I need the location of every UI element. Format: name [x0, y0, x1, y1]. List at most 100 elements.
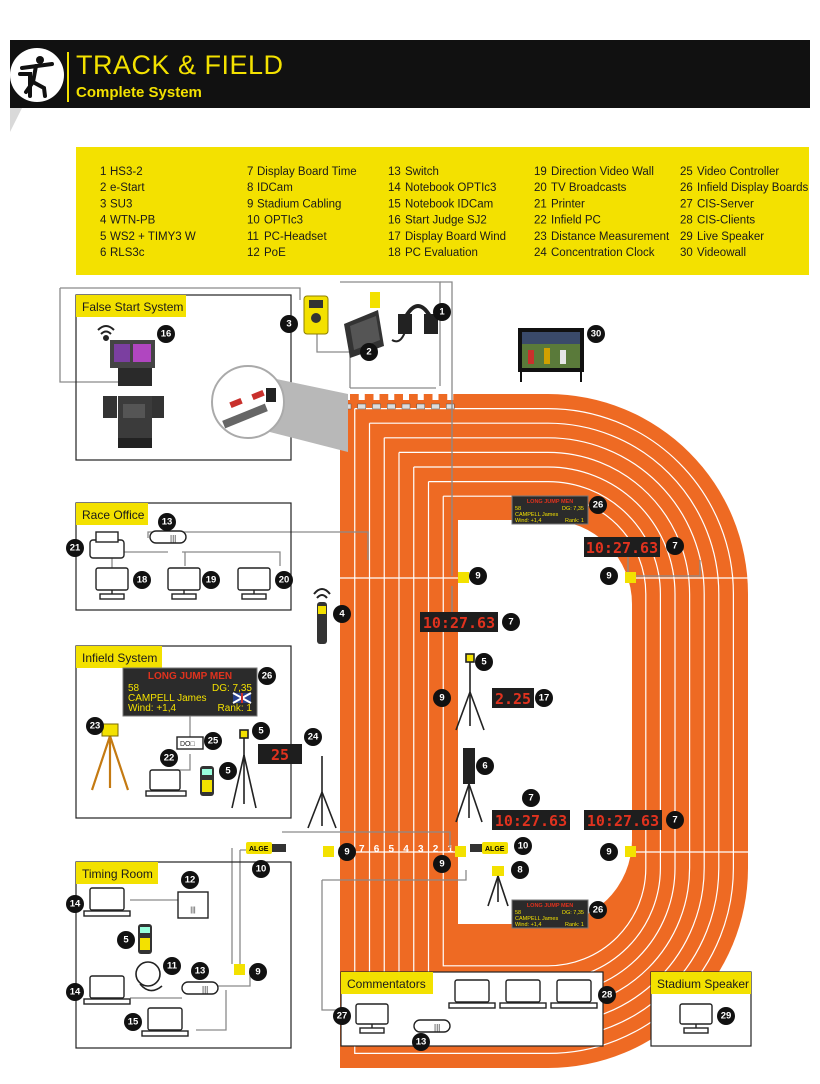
item-marker: 9	[338, 843, 356, 861]
display-board-time-finish-left: 10:27.63	[492, 810, 570, 830]
start-block	[388, 390, 395, 400]
cis-server-icon	[355, 1003, 389, 1034]
item-marker: 3	[280, 315, 298, 333]
legend-number: 26	[680, 182, 693, 194]
cis-client-notebook-3	[550, 979, 598, 1009]
optic-camera-left: ALGE	[246, 842, 286, 854]
svg-text:7: 7	[672, 541, 677, 552]
cable-finish-top	[282, 831, 451, 848]
legend-number: 25	[680, 166, 693, 178]
display-event: LONG JUMP MEN	[527, 903, 573, 909]
item-marker: 20	[275, 571, 293, 589]
svg-text:16: 16	[161, 329, 172, 340]
legend-number: 7	[247, 166, 253, 178]
stadium-cabling-boxes	[234, 572, 636, 975]
item-marker: 9	[600, 843, 618, 861]
legend-label: CIS-Clients	[697, 215, 755, 227]
legend-label: IDCam	[257, 182, 293, 194]
display-athlete: CAMPELL James	[128, 693, 207, 704]
legend-label: WS2 + TIMY3 W	[110, 231, 196, 243]
svg-text:13: 13	[162, 517, 173, 528]
legend-number: 13	[388, 166, 401, 178]
legend-label: PC-Headset	[264, 231, 327, 243]
display-board-time-finish-right: 10:27.63	[584, 810, 662, 830]
area-label: Race Office	[82, 508, 145, 522]
area-label: Commentators	[347, 977, 426, 991]
display-event: LONG JUMP MEN	[148, 671, 232, 682]
display-athlete: CAMPELL James	[515, 512, 558, 518]
legend-number: 27	[680, 198, 693, 210]
svg-text:18: 18	[137, 575, 148, 586]
area-label-bg	[76, 295, 186, 317]
legend-number: 8	[247, 182, 253, 194]
svg-text:14: 14	[70, 899, 81, 910]
area-label-bg	[651, 972, 751, 994]
svg-text:6: 6	[482, 761, 487, 772]
display-wind: Wind: +1,4	[128, 703, 177, 714]
item-marker: 9	[433, 855, 451, 873]
idcam-device	[487, 866, 509, 907]
cable-finish-link	[322, 870, 467, 881]
display-event: LONG JUMP MEN	[527, 499, 573, 505]
svg-text:|||: |||	[434, 1023, 440, 1032]
legend-number: 10	[247, 215, 260, 227]
distance-tripod-icon	[90, 723, 130, 791]
svg-text:30: 30	[591, 329, 602, 340]
svg-text:28: 28	[602, 990, 613, 1001]
legend-number: 20	[534, 182, 547, 194]
cabling-box	[455, 846, 466, 857]
wind-sensor-infield	[455, 653, 485, 731]
item-marker: 4	[333, 605, 351, 623]
legend-number: 14	[388, 182, 401, 194]
item-marker: 24	[304, 728, 322, 746]
display-board-time-upper: 10:27.63	[584, 537, 660, 557]
time-value: 10:27.63	[587, 812, 659, 830]
svg-text:26: 26	[593, 500, 604, 511]
legend-number: 2	[100, 182, 106, 194]
page-subtitle: Complete System	[76, 84, 202, 101]
svg-text:13: 13	[416, 1037, 427, 1048]
item-marker: 10	[252, 860, 270, 878]
svg-text:3: 3	[286, 319, 291, 330]
svg-text:DO□: DO□	[180, 741, 196, 748]
track-tripod	[307, 756, 337, 829]
infield-system-area: Infield System LONG JUMP MEN 58 DG: 7,35…	[75, 645, 292, 819]
legend-number: 4	[100, 215, 107, 227]
lane-number: 5	[388, 844, 394, 855]
area-label: Infield System	[82, 651, 157, 665]
legend-number: 28	[680, 215, 693, 227]
start-block-detail	[222, 388, 276, 429]
legend-label: Videowall	[697, 247, 746, 259]
switch-icon-timing: |||	[181, 981, 219, 995]
area-label: Stadium Speaker	[657, 977, 749, 991]
item-marker: 1	[433, 303, 451, 321]
legend-label: Notebook OPTIc3	[405, 182, 496, 194]
legend-label: Live Speaker	[697, 231, 764, 243]
legend-number: 17	[388, 231, 401, 243]
legend-label: Switch	[405, 166, 439, 178]
cabling	[59, 281, 701, 1031]
display-wind: Wind: +1,4	[515, 518, 541, 524]
svg-text:20: 20	[279, 575, 290, 586]
legend-number: 22	[534, 215, 547, 227]
legend-label: Video Controller	[697, 166, 779, 178]
item-marker: 11	[163, 957, 181, 975]
svg-text:9: 9	[475, 571, 480, 582]
lane-line	[368, 422, 720, 1040]
svg-text:5: 5	[123, 935, 129, 946]
legend-label: Start Judge SJ2	[405, 215, 487, 227]
lane-number: 1	[447, 844, 453, 855]
svg-text:14: 14	[70, 987, 81, 998]
item-marker: 19	[202, 571, 220, 589]
optic-camera-finish: ALGE	[470, 842, 508, 854]
lane-number: 7	[359, 844, 365, 855]
cabling-box	[458, 572, 469, 583]
item-marker: 9	[600, 567, 618, 585]
legend-label: TV Broadcasts	[551, 182, 627, 194]
runner-hurdle-icon	[10, 48, 64, 102]
svg-text:5: 5	[258, 726, 264, 737]
legend-label: Infield Display Boards	[697, 182, 808, 194]
